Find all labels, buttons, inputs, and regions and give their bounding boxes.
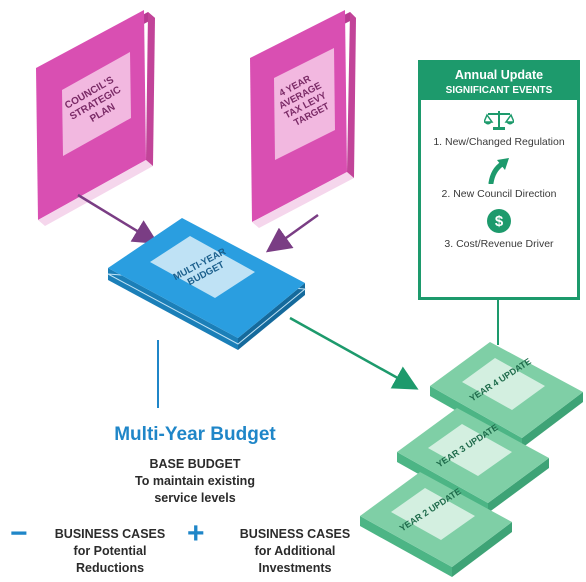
multi-year-budget-heading: Multi-Year Budget [114, 424, 276, 445]
plus-icon: + [187, 517, 205, 550]
bc-right-line2: for Additional [254, 544, 336, 558]
arrow-budget-to-updates [289, 316, 419, 390]
dollar-icon: $ [487, 209, 511, 233]
business-cases-investments: BUSINESS CASES for Additional Investment… [220, 526, 370, 577]
business-cases-reductions: BUSINESS CASES for Potential Reductions [40, 526, 180, 577]
event-cost-revenue-label: 3. Cost/Revenue Driver [444, 238, 554, 250]
annual-update-panel: Annual Update SIGNIFICANT EVENTS 1. New/… [418, 60, 580, 300]
year-4-update-book: YEAR 4 UPDATE [430, 342, 583, 448]
svg-text:$: $ [495, 213, 504, 230]
event-regulation-label: 1. New/Changed Regulation [433, 136, 565, 148]
tax-levy-book: 4 YEAR AVERAGE TAX LEVY TARGET [250, 10, 356, 228]
multi-year-budget-book: MULTI-YEAR BUDGET [107, 218, 307, 350]
base-budget-line2: service levels [154, 491, 236, 505]
arrow-plan-to-budget [77, 193, 159, 244]
base-budget-line1: To maintain existing [135, 474, 255, 488]
base-budget-block: BASE BUDGET To maintain existing service… [0, 456, 390, 507]
bc-right-line1: BUSINESS CASES [239, 527, 351, 541]
event-regulation: 1. New/Changed Regulation [421, 108, 577, 148]
arrow-levy-to-budget [265, 213, 319, 253]
annual-update-title: Annual Update [454, 68, 544, 82]
bc-left-line1: BUSINESS CASES [54, 527, 166, 541]
annual-update-subtitle: SIGNIFICANT EVENTS [445, 85, 553, 96]
year-2-update-book: YEAR 2 UPDATE [360, 472, 512, 577]
event-council-direction: 2. New Council Direction [421, 156, 577, 200]
arrow-up-icon [488, 158, 509, 184]
tax-levy-label: 4 YEAR AVERAGE TAX LEVY TARGET [272, 69, 336, 131]
bc-left-line3: Reductions [75, 561, 145, 575]
minus-icon: − [10, 517, 28, 550]
event-council-direction-label: 2. New Council Direction [441, 188, 557, 200]
annual-update-header: Annual Update SIGNIFICANT EVENTS [421, 63, 577, 100]
bc-right-line3: Investments [258, 561, 332, 575]
scales-icon [484, 111, 514, 130]
base-budget-title: BASE BUDGET [149, 457, 241, 471]
bc-left-line2: for Potential [73, 544, 147, 558]
strategic-plan-book: COUNCIL'S STRATEGIC PLAN [36, 10, 155, 226]
event-cost-revenue: $ 3. Cost/Revenue Driver [421, 208, 577, 250]
